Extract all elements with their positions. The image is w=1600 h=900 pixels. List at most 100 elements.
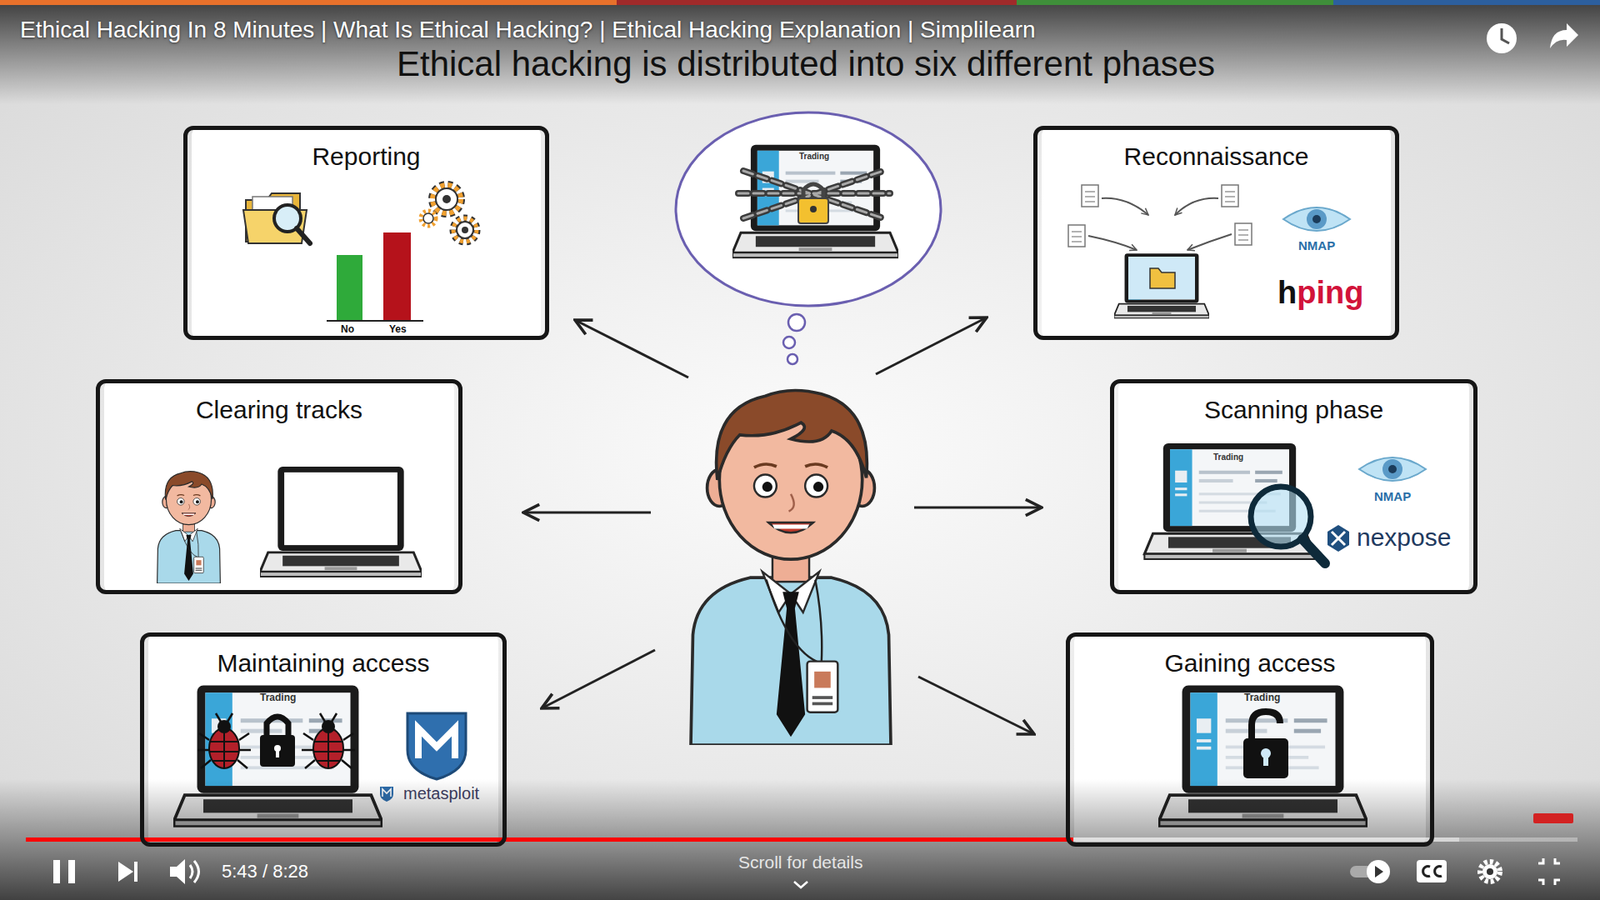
maintaining-access-illustration xyxy=(197,713,251,769)
progress-bar xyxy=(25,837,1074,842)
maintaining-access-illustration xyxy=(313,730,344,769)
phase-heading: Clearing tracks xyxy=(100,383,459,425)
reconnaissance-illustration xyxy=(1071,191,1249,242)
video-top-shade xyxy=(616,0,1017,5)
reconnaissance-illustration xyxy=(1068,225,1085,247)
phase-arrows xyxy=(575,320,689,378)
reporting-illustration xyxy=(432,185,461,214)
thought-bubble xyxy=(675,112,941,365)
reconnaissance-illustration xyxy=(1312,215,1321,224)
player-controls xyxy=(1366,860,1390,884)
reconnaissance-illustration xyxy=(1225,200,1235,203)
reporting-illustration xyxy=(435,188,458,210)
video-top-shade xyxy=(1016,0,1334,5)
maintaining-access-illustration xyxy=(209,730,240,769)
reporting-illustration xyxy=(453,218,477,242)
phase-heading: Maintaining access xyxy=(144,636,503,679)
reconnaissance-illustration xyxy=(1187,234,1232,250)
gaining-access-illustration xyxy=(1243,738,1289,779)
reconnaissance-illustration xyxy=(1283,207,1350,231)
clearing-tracks-illustration xyxy=(157,466,422,584)
reporting-illustration xyxy=(423,213,434,224)
reconnaissance-illustration xyxy=(1128,256,1195,300)
reconnaissance-illustration xyxy=(1306,209,1327,230)
phase-arrows xyxy=(918,676,1035,735)
reconnaissance-illustration xyxy=(1085,190,1095,193)
clearing-tracks-illustration xyxy=(260,466,422,577)
reconnaissance-illustration xyxy=(1114,253,1210,319)
thought-bubble xyxy=(810,205,817,213)
clearing-tracks-illustration xyxy=(157,471,221,584)
phase-arrows xyxy=(875,317,987,375)
thought-bubble xyxy=(738,170,890,219)
screen-text: Trading xyxy=(799,151,830,162)
video-top-shade xyxy=(0,0,1600,105)
phase-box: Clearing tracks xyxy=(95,379,463,595)
thought-bubble xyxy=(788,314,805,331)
ethical-hacker-figure xyxy=(690,390,891,745)
tool-logo: NMAP xyxy=(1298,238,1335,253)
video-top-shade xyxy=(1333,0,1600,5)
tool-logo: NMAP xyxy=(1374,489,1411,504)
phase-arrows xyxy=(523,317,1042,735)
scanning-illustration xyxy=(1331,531,1345,545)
maintaining-access-illustration xyxy=(275,749,280,758)
video-bottom-shade xyxy=(0,779,1600,900)
phase-heading: Gaining access xyxy=(1070,636,1430,679)
screen-text: Trading xyxy=(1213,452,1244,463)
player-controls xyxy=(53,860,60,884)
video-top-shade xyxy=(0,0,1600,105)
phase-box: Scanning phase xyxy=(1110,379,1478,595)
time-display: 5:43 / 8:28 xyxy=(221,860,309,882)
maintaining-access-illustration xyxy=(407,713,466,780)
thought-bubble xyxy=(738,170,890,219)
maintaining-access-illustration xyxy=(301,713,355,769)
progress-bar xyxy=(25,837,1460,842)
player-controls xyxy=(1375,865,1384,878)
reconnaissance-illustration xyxy=(1071,230,1082,233)
gaining-access-illustration xyxy=(1263,754,1269,766)
player-controls xyxy=(134,861,138,882)
reconnaissance-illustration xyxy=(1101,198,1149,215)
reporting-illustration xyxy=(296,228,310,244)
reconnaissance-illustration xyxy=(1238,239,1249,241)
scanning-illustration xyxy=(1359,457,1426,481)
scanning-illustration xyxy=(1382,459,1403,480)
reconnaissance-illustration xyxy=(1225,195,1235,198)
maintaining-access-illustration xyxy=(313,728,344,769)
top-icons xyxy=(1501,28,1510,44)
maintaining-access-illustration xyxy=(209,728,240,769)
reconnaissance-illustration xyxy=(1085,200,1095,203)
reporting-illustration xyxy=(456,221,474,239)
phase-heading: Scanning phase xyxy=(1114,383,1474,425)
reconnaissance-illustration xyxy=(1071,235,1082,238)
reporting-illustration xyxy=(420,210,436,226)
axis-label: No xyxy=(340,324,355,336)
thought-bubble xyxy=(787,354,798,365)
player-controls xyxy=(118,861,134,882)
reporting-illustration xyxy=(383,232,411,320)
phase-arrows xyxy=(541,650,655,709)
maintaining-access-illustration xyxy=(301,713,355,769)
scanning-illustration xyxy=(1388,465,1397,474)
reporting-illustration xyxy=(453,218,477,242)
scroll-hint: Scroll for details xyxy=(738,852,863,873)
progress-bar xyxy=(25,813,1578,842)
player-controls xyxy=(1538,858,1560,885)
video-title: Ethical Hacking In 8 Minutes | What Is E… xyxy=(20,16,1036,44)
video-bottom-shade xyxy=(0,779,1600,900)
reconnaissance-illustration xyxy=(1175,198,1219,215)
top-icons xyxy=(1486,23,1579,54)
maintaining-access-illustration xyxy=(418,728,455,759)
top-icons xyxy=(1550,23,1579,49)
ethical-hacker-figure xyxy=(690,390,891,745)
phase-heading: Reporting xyxy=(187,130,545,172)
reconnaissance-illustration xyxy=(1088,235,1137,250)
box-fills xyxy=(104,125,1470,847)
scanning-illustration xyxy=(1327,525,1350,552)
phase-box: Reporting xyxy=(183,125,550,340)
